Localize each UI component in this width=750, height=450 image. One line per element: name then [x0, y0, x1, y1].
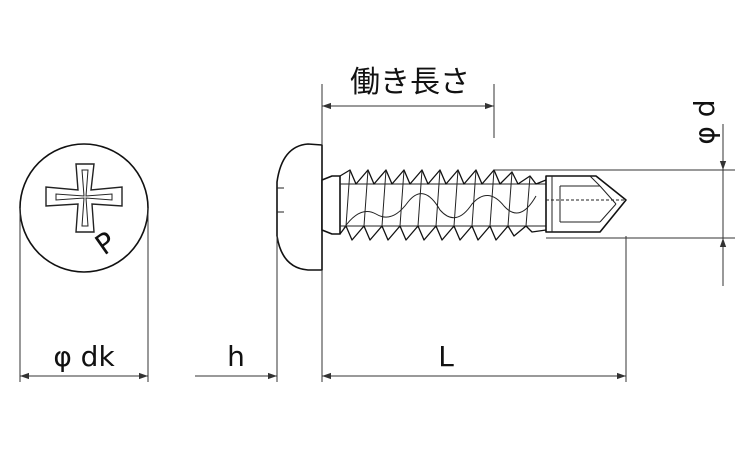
screw-side-view [276, 143, 627, 271]
dimension-lines [20, 102, 727, 380]
drill-point [545, 175, 627, 233]
phillips-recess-icon [45, 163, 123, 233]
label-head-height: h [227, 340, 245, 373]
extension-lines [19, 84, 735, 382]
label-working-length: 働き長さ [350, 65, 470, 100]
head-circle [19, 143, 149, 273]
pan-head [276, 143, 323, 271]
thread-top [339, 169, 547, 185]
thread-bottom [339, 225, 547, 241]
label-shank-diameter: φ d [688, 99, 721, 144]
head-top-view: P [19, 143, 149, 273]
label-head-diameter: φ dk [53, 340, 115, 373]
label-length: L [438, 340, 454, 373]
